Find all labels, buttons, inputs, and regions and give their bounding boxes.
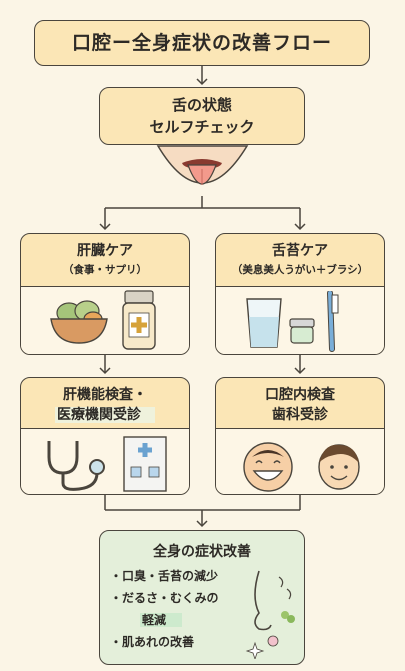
result-item-fatigue: ・だるさ・むくみの bbox=[110, 591, 219, 605]
liver-test-line2: 医療機関受診 bbox=[55, 407, 155, 423]
connector-cards-tests bbox=[104, 355, 301, 373]
self-check-line2: セルフチェック bbox=[149, 118, 255, 136]
liver-care-card: 肝臓ケア （食事・サプリ） bbox=[20, 233, 190, 355]
tongue-care-card: 舌苔ケア （美息美人うがい＋ブラシ） bbox=[215, 233, 385, 355]
toothbrush-icon bbox=[327, 291, 339, 352]
oral-test-line2: 歯科受診 bbox=[272, 407, 328, 423]
tongue-care-sub: （美息美人うがい＋ブラシ） bbox=[231, 264, 369, 276]
stethoscope-icon bbox=[47, 441, 105, 491]
connector-check-split bbox=[104, 196, 301, 229]
liver-test-line1: 肝機能検査・ bbox=[63, 387, 147, 403]
rinse-cup-icon bbox=[289, 318, 315, 344]
self-check-box: 舌の状態 セルフチェック bbox=[99, 87, 305, 145]
water-glass-icon bbox=[246, 298, 282, 348]
result-item-breath: ・口臭・舌苔の減少 bbox=[110, 569, 219, 583]
self-check-line1: 舌の状態 bbox=[171, 96, 232, 114]
oral-test-illustration bbox=[216, 428, 384, 494]
tongue-care-illustration bbox=[216, 286, 384, 354]
liver-care-illustration bbox=[21, 286, 189, 354]
nose-sparkle-icon bbox=[245, 570, 295, 659]
liver-care-sub: （食事・サプリ） bbox=[63, 264, 147, 276]
liver-test-card: 肝機能検査・ 医療機関受診 bbox=[20, 377, 190, 495]
result-item-relief: 軽減 bbox=[140, 613, 183, 627]
result-item-skin: ・肌あれの改善 bbox=[110, 635, 195, 649]
salad-bowl-icon bbox=[50, 300, 108, 344]
result-title: 全身の症状改善 bbox=[153, 544, 251, 560]
tongue-icon bbox=[156, 145, 249, 185]
hospital-icon bbox=[123, 436, 167, 492]
smiling-face-icon bbox=[243, 442, 293, 492]
tongue-care-title: 舌苔ケア bbox=[272, 243, 328, 259]
supplement-bottle-icon bbox=[122, 290, 156, 350]
result-list: ・口臭・舌苔の減少 ・だるさ・むくみの 軽減 ・肌あれの改善 bbox=[110, 567, 218, 655]
result-box: 全身の症状改善 ・口臭・舌苔の減少 ・だるさ・むくみの 軽減 ・肌あれの改善 bbox=[99, 530, 305, 665]
liver-care-title: 肝臓ケア bbox=[77, 243, 133, 259]
liver-test-illustration bbox=[21, 428, 189, 494]
page-title: 口腔ー全身症状の改善フロー bbox=[34, 20, 370, 66]
oral-test-card: 口腔内検査 歯科受診 bbox=[215, 377, 385, 495]
page-title-text: 口腔ー全身症状の改善フロー bbox=[71, 32, 332, 54]
happy-face-icon bbox=[318, 444, 360, 490]
oral-test-line1: 口腔内検査 bbox=[265, 387, 335, 403]
connector-tests-result bbox=[104, 495, 301, 526]
